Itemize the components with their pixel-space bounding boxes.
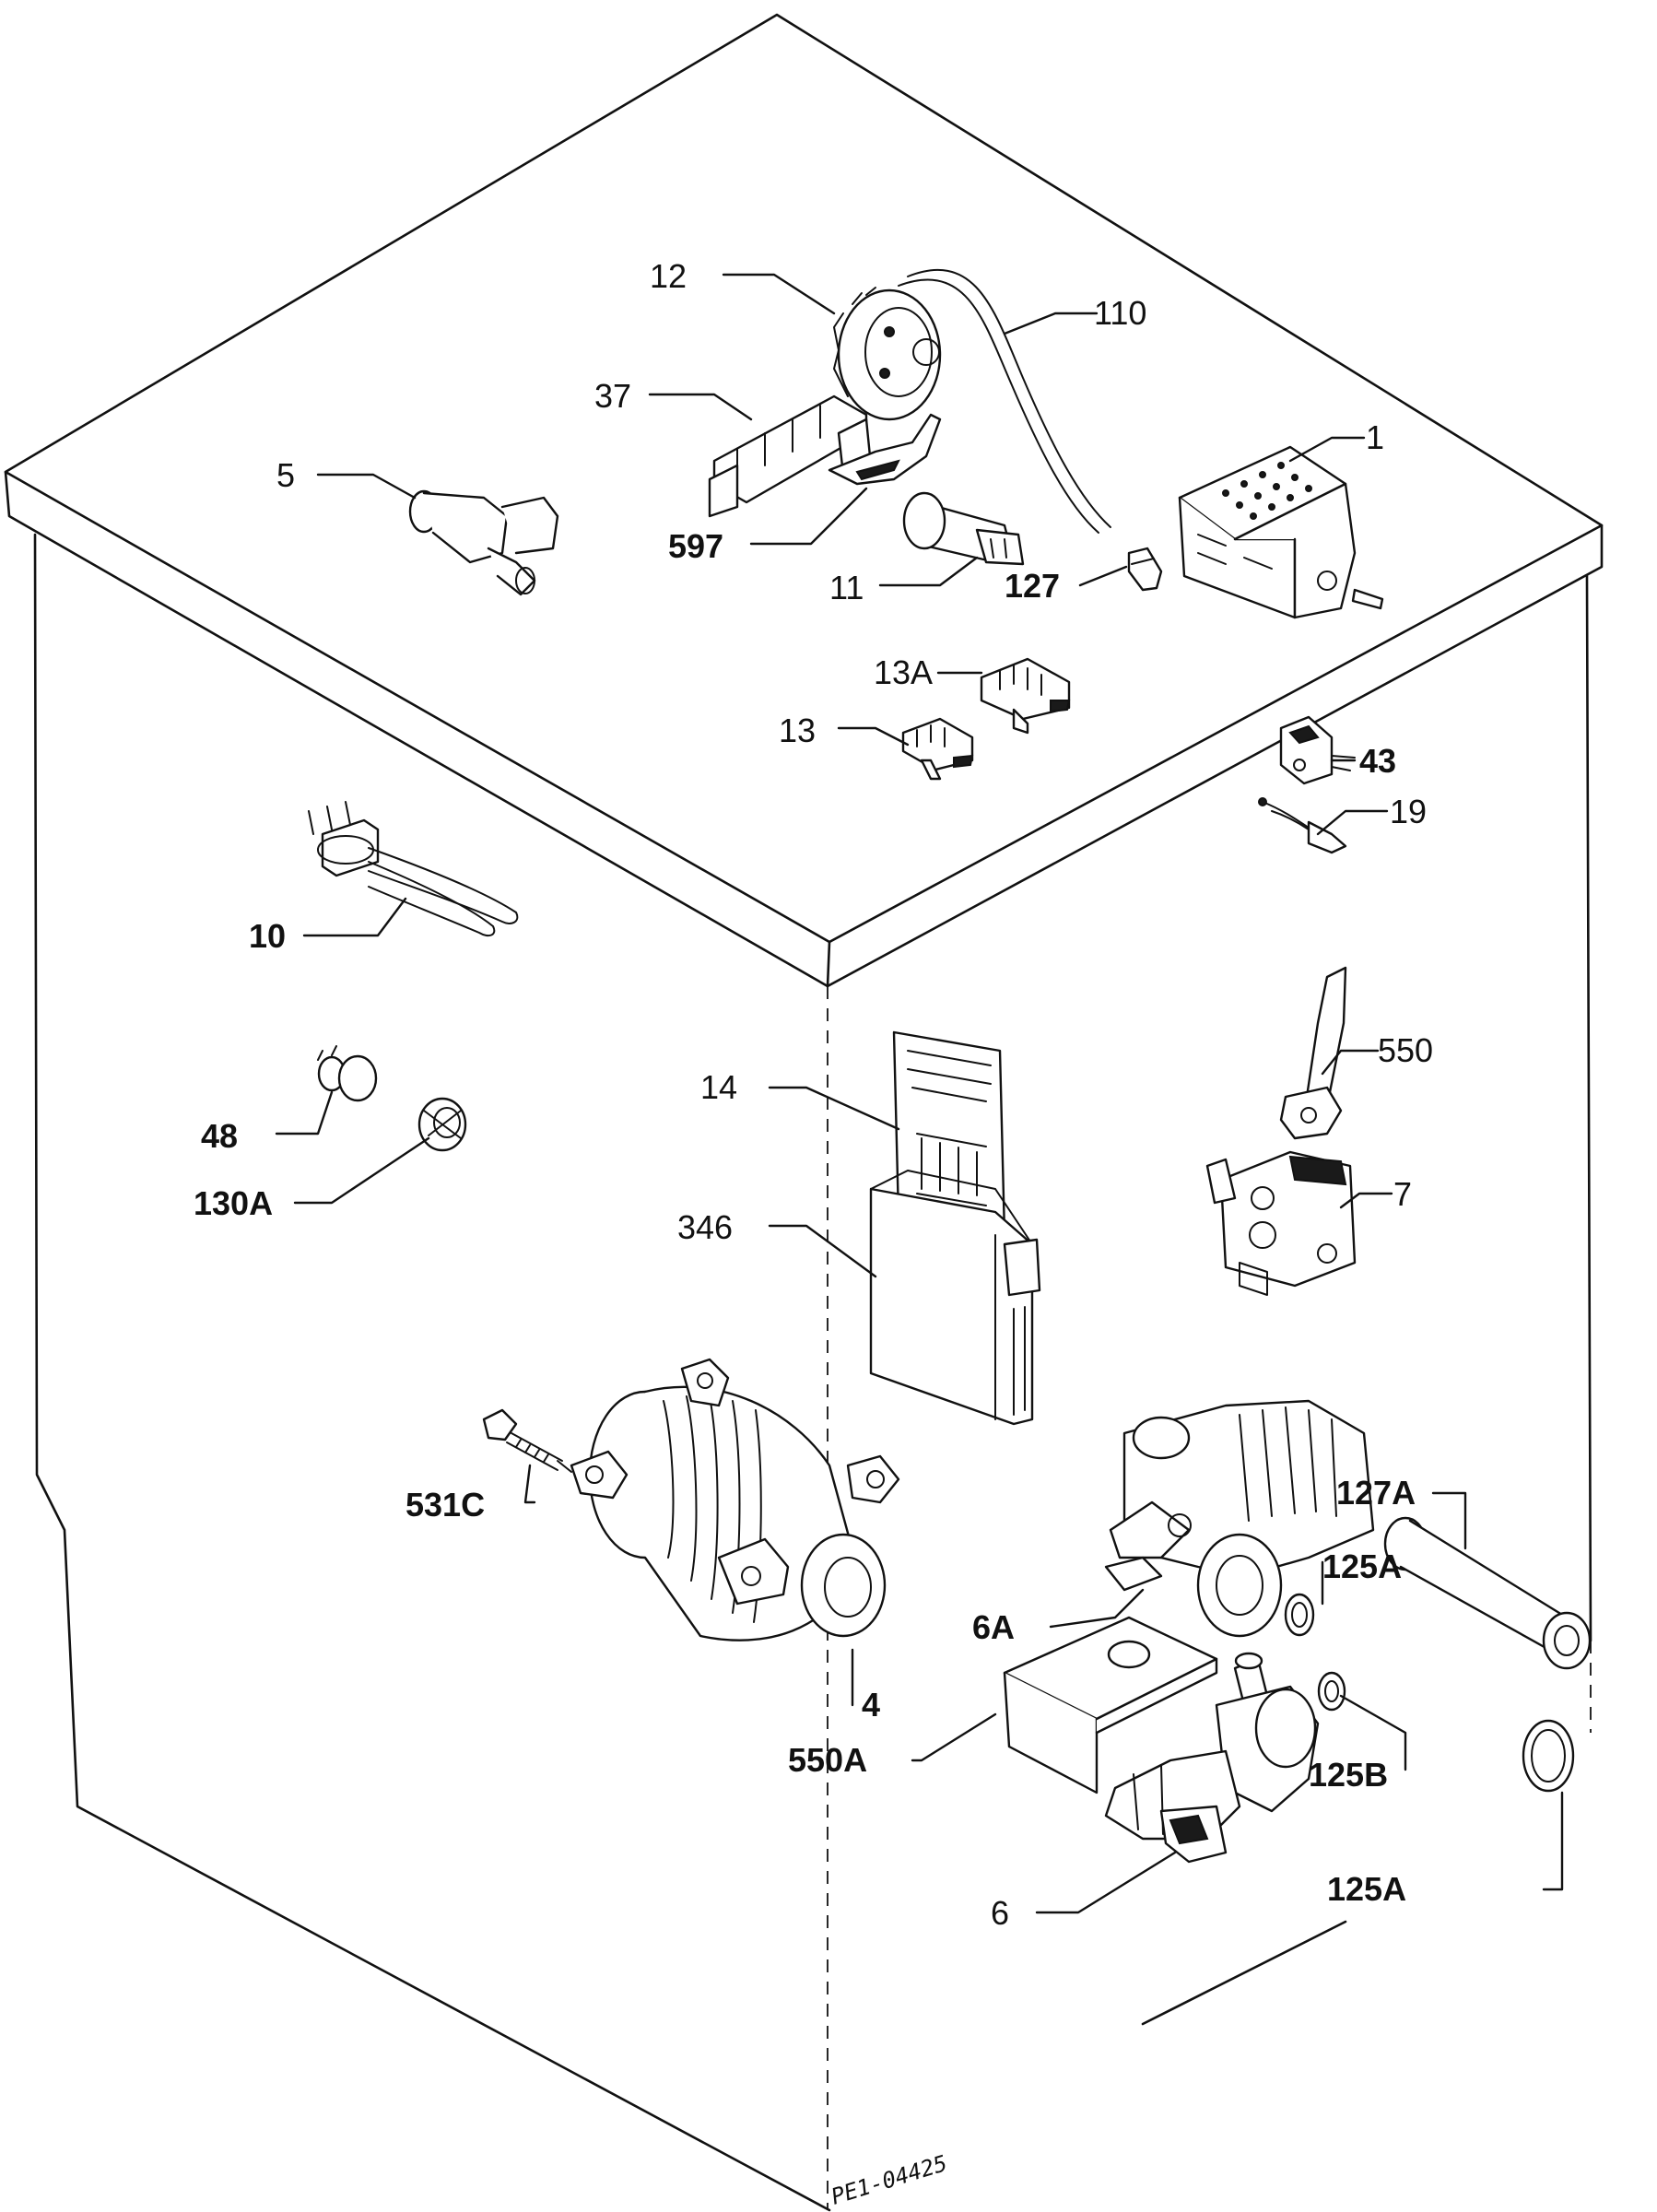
part-597-bracket [828, 413, 942, 486]
label-37: 37 [594, 377, 631, 415]
part-110-hose [898, 269, 1111, 534]
part-125b-ring [1317, 1671, 1346, 1712]
label-531c: 531C [405, 1486, 485, 1524]
part-48-thermostat [317, 1045, 378, 1102]
label-6: 6 [991, 1894, 1009, 1932]
part-5-valve [408, 489, 559, 596]
label-12: 12 [650, 257, 687, 295]
label-550: 550 [1378, 1031, 1433, 1069]
part-125a-ring-lower [1522, 1719, 1575, 1793]
label-127a: 127A [1336, 1474, 1416, 1512]
part-125a-ring-upper [1284, 1593, 1315, 1637]
label-43: 43 [1359, 742, 1396, 780]
label-125a-lower: 125A [1327, 1870, 1406, 1908]
label-550a: 550A [788, 1741, 867, 1779]
part-11-capacitor [902, 491, 1025, 566]
part-13a-connector [980, 657, 1071, 735]
label-127: 127 [1005, 567, 1060, 605]
part-550a-plate [1003, 1616, 1218, 1794]
part-13-connector [901, 717, 974, 781]
label-1: 1 [1366, 418, 1384, 456]
label-13: 13 [779, 712, 816, 749]
part-37-terminal-block [708, 394, 873, 518]
label-11: 11 [829, 569, 864, 606]
label-597: 597 [668, 527, 723, 565]
part-130a-seal [417, 1097, 467, 1152]
part-6a-valve-body [1104, 1399, 1375, 1638]
part-10-heater [308, 801, 519, 937]
label-130a: 130A [194, 1184, 273, 1222]
label-10: 10 [249, 917, 286, 955]
part-6-lower-valve [1104, 1652, 1320, 1864]
part-346-housing [869, 1170, 1041, 1426]
part-127a-pipe [1383, 1516, 1592, 1670]
part-12-pressure-switch [833, 287, 942, 421]
part-19-sensor [1258, 797, 1347, 854]
part-7-door-lock [1205, 1150, 1357, 1296]
part-127-fitting [1127, 547, 1163, 592]
label-4: 4 [862, 1686, 880, 1724]
label-13a: 13A [874, 653, 933, 691]
timer-dot-grid [1222, 462, 1312, 520]
label-125b: 125B [1309, 1756, 1388, 1794]
part-550-lever [1279, 966, 1347, 1140]
label-5: 5 [276, 456, 295, 494]
label-125a-upper: 125A [1322, 1547, 1402, 1585]
label-7: 7 [1393, 1175, 1412, 1213]
part-labels: 12 110 37 5 1 597 11 127 13A 13 43 19 10… [194, 257, 1433, 1932]
label-346: 346 [677, 1208, 733, 1246]
part-43-switch [1279, 715, 1356, 785]
label-19: 19 [1390, 793, 1427, 830]
part-1-timer [1178, 445, 1384, 619]
part-531c-screw [482, 1408, 572, 1473]
drawing-reference-code: PE1-04425 [828, 2150, 951, 2210]
cabinet-outline [4, 13, 1604, 2212]
label-110: 110 [1094, 294, 1146, 332]
leader-lines [275, 273, 1564, 1914]
label-14: 14 [700, 1068, 737, 1106]
label-6a: 6A [972, 1608, 1015, 1646]
label-48: 48 [201, 1117, 238, 1155]
part-4-pump-motor [570, 1358, 900, 1641]
